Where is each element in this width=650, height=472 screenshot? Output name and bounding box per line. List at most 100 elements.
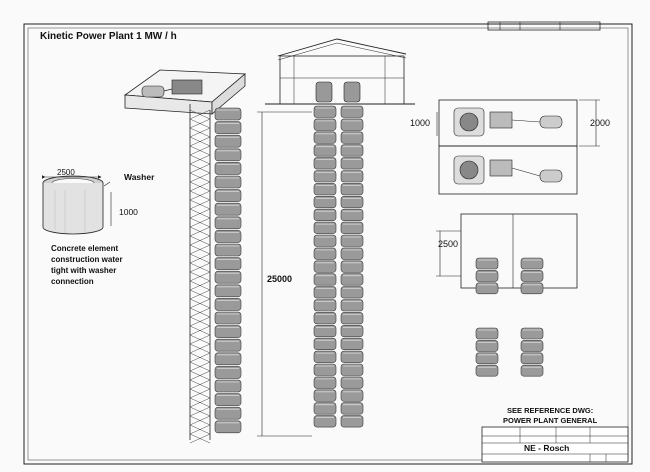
concrete-ring (313, 234, 337, 247)
reference-line-1: SEE REFERENCE DWG: (507, 406, 593, 415)
sheet-border (23, 23, 633, 465)
concrete-ring (340, 299, 364, 312)
concrete-ring (313, 105, 337, 118)
concrete-ring (313, 221, 337, 234)
concrete-ring (214, 216, 242, 230)
concrete-ring (340, 402, 364, 415)
concrete-ring (214, 338, 242, 352)
concrete-ring (520, 352, 544, 365)
concrete-ring (340, 389, 364, 402)
concrete-ring (475, 327, 499, 340)
concrete-ring (214, 257, 242, 270)
section-height-dim: 25000 (267, 274, 292, 284)
concrete-ring (313, 183, 337, 196)
tower-ring-stack (214, 107, 242, 434)
concrete-ring (214, 420, 242, 434)
concrete-ring (340, 131, 364, 144)
concrete-ring (340, 415, 364, 428)
generator-icon (141, 85, 165, 98)
washer-detail: 2500 1000 Washer Concrete element constr… (42, 168, 155, 286)
washer-width-dim: 2500 (57, 168, 75, 177)
concrete-ring (340, 363, 364, 376)
concrete-ring (340, 350, 364, 363)
concrete-ring (520, 282, 544, 295)
washer-desc-line-2: construction water (51, 255, 123, 264)
concrete-ring (214, 352, 242, 366)
title-block: NE - Rosch (481, 426, 629, 463)
concrete-ring (313, 208, 337, 221)
concrete-ring (520, 270, 544, 282)
section-turbine-right-icon (343, 81, 361, 103)
concrete-ring (313, 299, 337, 312)
concrete-ring (214, 406, 242, 420)
concrete-ring (340, 196, 364, 209)
concrete-ring (475, 352, 499, 365)
concrete-ring (313, 376, 337, 389)
tower-elevation (123, 69, 247, 444)
concrete-ring (520, 257, 544, 270)
concrete-ring (214, 202, 242, 216)
concrete-ring (214, 107, 242, 121)
concrete-ring (520, 340, 544, 352)
concrete-ring (475, 270, 499, 282)
concrete-ring (214, 270, 242, 284)
washer-desc-line-1: Concrete element (51, 244, 118, 253)
concrete-ring (313, 196, 337, 209)
concrete-ring (313, 337, 337, 351)
concrete-ring (475, 282, 499, 295)
concrete-ring (340, 208, 364, 221)
concrete-ring (214, 121, 242, 134)
concrete-ring (340, 337, 364, 351)
plan-views: 1000 2000 (410, 99, 610, 195)
detail-view: 2500 (436, 213, 578, 377)
concrete-ring (214, 366, 242, 379)
concrete-ring (340, 260, 364, 273)
concrete-ring (313, 118, 337, 131)
washer-desc-line-4: connection (51, 277, 94, 286)
concrete-ring (214, 243, 242, 257)
reference-line-2: POWER PLANT GENERAL (503, 416, 598, 425)
section-ring-stacks (313, 105, 364, 428)
concrete-ring (340, 234, 364, 247)
section-turbine-left-icon (315, 81, 333, 103)
concrete-ring (313, 286, 337, 299)
detail-ring-stacks (475, 257, 544, 377)
concrete-ring (340, 312, 364, 325)
concrete-ring (340, 183, 364, 196)
title-block-name: NE - Rosch (524, 443, 569, 453)
concrete-ring (340, 273, 364, 286)
concrete-ring (340, 170, 364, 183)
concrete-ring (313, 389, 337, 402)
concrete-ring (313, 350, 337, 363)
concrete-ring (214, 148, 242, 162)
concrete-ring (340, 247, 364, 260)
concrete-ring (340, 324, 364, 338)
concrete-ring (313, 260, 337, 273)
concrete-ring (313, 402, 337, 415)
concrete-ring (475, 364, 499, 377)
concrete-ring (313, 170, 337, 183)
concrete-ring (313, 312, 337, 325)
revision-strip (487, 21, 601, 31)
concrete-ring (520, 364, 544, 377)
concrete-ring (214, 230, 242, 243)
concrete-ring (340, 105, 364, 118)
detail-dim: 2500 (438, 239, 458, 249)
concrete-ring (214, 393, 242, 406)
sheet-inner-border (27, 27, 629, 461)
concrete-ring (214, 298, 242, 311)
concrete-ring (313, 273, 337, 286)
plan-dim-large: 2000 (590, 118, 610, 128)
concrete-ring (214, 311, 242, 325)
concrete-ring (313, 324, 337, 338)
drawing-title: Kinetic Power Plant 1 MW / h (40, 31, 177, 42)
concrete-ring (214, 189, 242, 202)
concrete-ring (214, 134, 242, 148)
turbine-icon (171, 79, 203, 95)
concrete-ring (313, 144, 337, 157)
plan-dim-small: 1000 (410, 118, 430, 128)
concrete-ring (214, 284, 242, 298)
concrete-ring (340, 118, 364, 131)
